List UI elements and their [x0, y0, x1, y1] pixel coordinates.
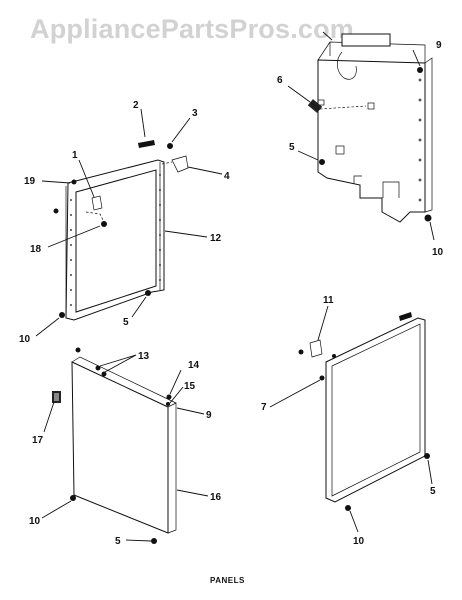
screw-part	[166, 394, 172, 400]
spring-leader	[319, 105, 367, 110]
latch-part-inner	[54, 393, 59, 401]
callout-label: 1	[72, 150, 78, 161]
screw-part	[53, 208, 59, 214]
screw-part	[145, 290, 151, 296]
callout-label: 10	[353, 536, 365, 547]
screw-part	[71, 179, 77, 185]
rear-panel-slot-a	[367, 102, 375, 110]
spring-part	[307, 99, 323, 113]
callout-label: 13	[138, 351, 150, 362]
screw-part	[166, 402, 170, 406]
screw-part	[101, 371, 107, 377]
callout-label: 19	[24, 176, 36, 187]
screw-part	[59, 312, 65, 318]
bar-part	[138, 140, 155, 148]
screw-part	[319, 375, 325, 381]
callout-label: 5	[289, 142, 295, 153]
rear-panel-holes	[418, 78, 422, 202]
screw-part	[332, 354, 336, 358]
side-panel-assembly	[298, 312, 430, 511]
rear-panel-bracket	[341, 33, 391, 47]
callout-label: 6	[277, 75, 283, 86]
cabinet-frame-opening	[75, 169, 157, 313]
callout-label: 10	[19, 334, 31, 345]
callout-label: 16	[210, 492, 222, 503]
fastener-part	[101, 221, 107, 227]
frame-holes	[70, 174, 161, 306]
callout-label: 4	[224, 171, 230, 182]
screw-part	[95, 365, 101, 371]
callout-label: 7	[261, 402, 267, 413]
screw-part	[75, 347, 81, 353]
side-panel-inner	[331, 323, 421, 497]
screw-part	[298, 349, 304, 355]
callout-label: 2	[133, 100, 139, 111]
clip-leader	[85, 211, 105, 223]
callout-label: 12	[210, 233, 222, 244]
bracket-part	[309, 339, 323, 358]
callout-label: 15	[184, 381, 196, 392]
callout-label: 17	[32, 435, 44, 446]
rear-panel	[317, 59, 426, 223]
front-panel-top	[71, 356, 177, 404]
front-panel-assembly	[52, 347, 177, 544]
rear-panel-wire	[337, 51, 357, 80]
front-panel-side	[167, 402, 177, 534]
clip-leader	[161, 161, 173, 165]
callout-label: 14	[188, 360, 200, 371]
screw-part	[424, 453, 430, 459]
callout-label: 10	[29, 516, 41, 527]
screw-part	[319, 159, 325, 165]
callout-label: 11	[323, 295, 334, 306]
screw-part	[70, 495, 76, 501]
callout-label: 10	[432, 247, 444, 258]
diagram-caption: PANELS	[210, 576, 245, 585]
screw-part	[167, 143, 173, 149]
screw-part	[345, 505, 351, 511]
watermark: AppliancePartsPros.com	[30, 14, 355, 44]
cabinet-frame-assembly	[53, 140, 189, 321]
screw-part	[417, 67, 423, 73]
callout-leaders	[35, 31, 435, 542]
clip-part	[171, 155, 189, 173]
callout-labels: 9 6 5 10 2 3 1 4 19 18 12 10 5 13 14 15 …	[19, 40, 444, 585]
rear-panel-assembly	[307, 33, 433, 223]
callout-label: 9	[436, 40, 442, 51]
rear-panel-cutout	[353, 175, 400, 198]
clip-part	[91, 195, 103, 211]
callout-label: 5	[430, 486, 436, 497]
bar-part	[399, 312, 412, 321]
rear-panel-slot-c	[317, 99, 325, 106]
front-panel	[71, 361, 169, 534]
screw-part	[151, 538, 157, 544]
callout-label: 5	[115, 536, 121, 547]
callout-label: 3	[192, 108, 198, 119]
screw-part	[424, 214, 432, 222]
callout-label: 9	[206, 410, 212, 421]
callout-label: 18	[30, 244, 42, 255]
rear-panel-slot-b	[335, 145, 345, 155]
callout-label: 5	[123, 317, 129, 328]
